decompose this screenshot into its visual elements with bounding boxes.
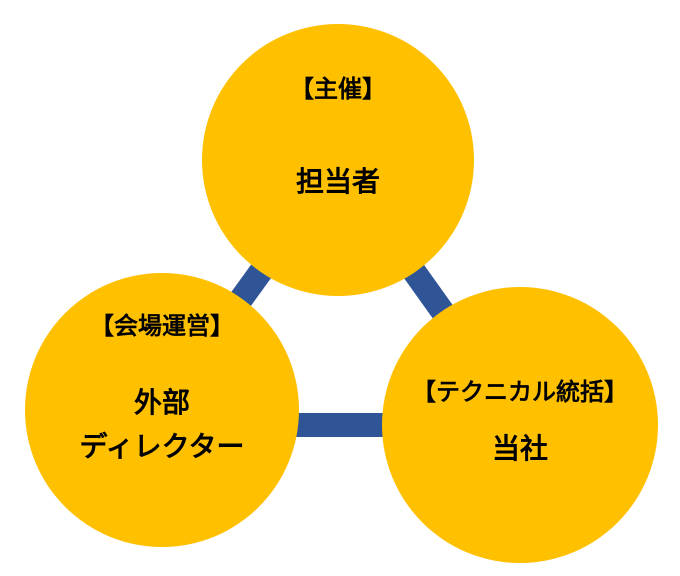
node-venue-operation: 【会場運営】 外部 ディレクター (25, 273, 299, 547)
node-technical-supervision: 【テクニカル統括】 当社 (382, 287, 658, 563)
node-technical-supervision-name: 当社 (492, 432, 548, 465)
node-venue-operation-role: 【会場運営】 (90, 312, 234, 340)
node-venue-operation-name-line2: ディレクター (80, 430, 245, 463)
node-technical-supervision-circle (382, 287, 658, 563)
node-venue-operation-circle (25, 273, 299, 547)
node-technical-supervision-role: 【テクニカル統括】 (412, 378, 628, 406)
node-organizer-role: 【主催】 (290, 75, 386, 103)
node-organizer-circle (202, 24, 474, 296)
node-organizer-name: 担当者 (296, 165, 380, 198)
node-organizer: 【主催】 担当者 (202, 24, 474, 296)
node-venue-operation-name-line1: 外部 (134, 386, 190, 419)
